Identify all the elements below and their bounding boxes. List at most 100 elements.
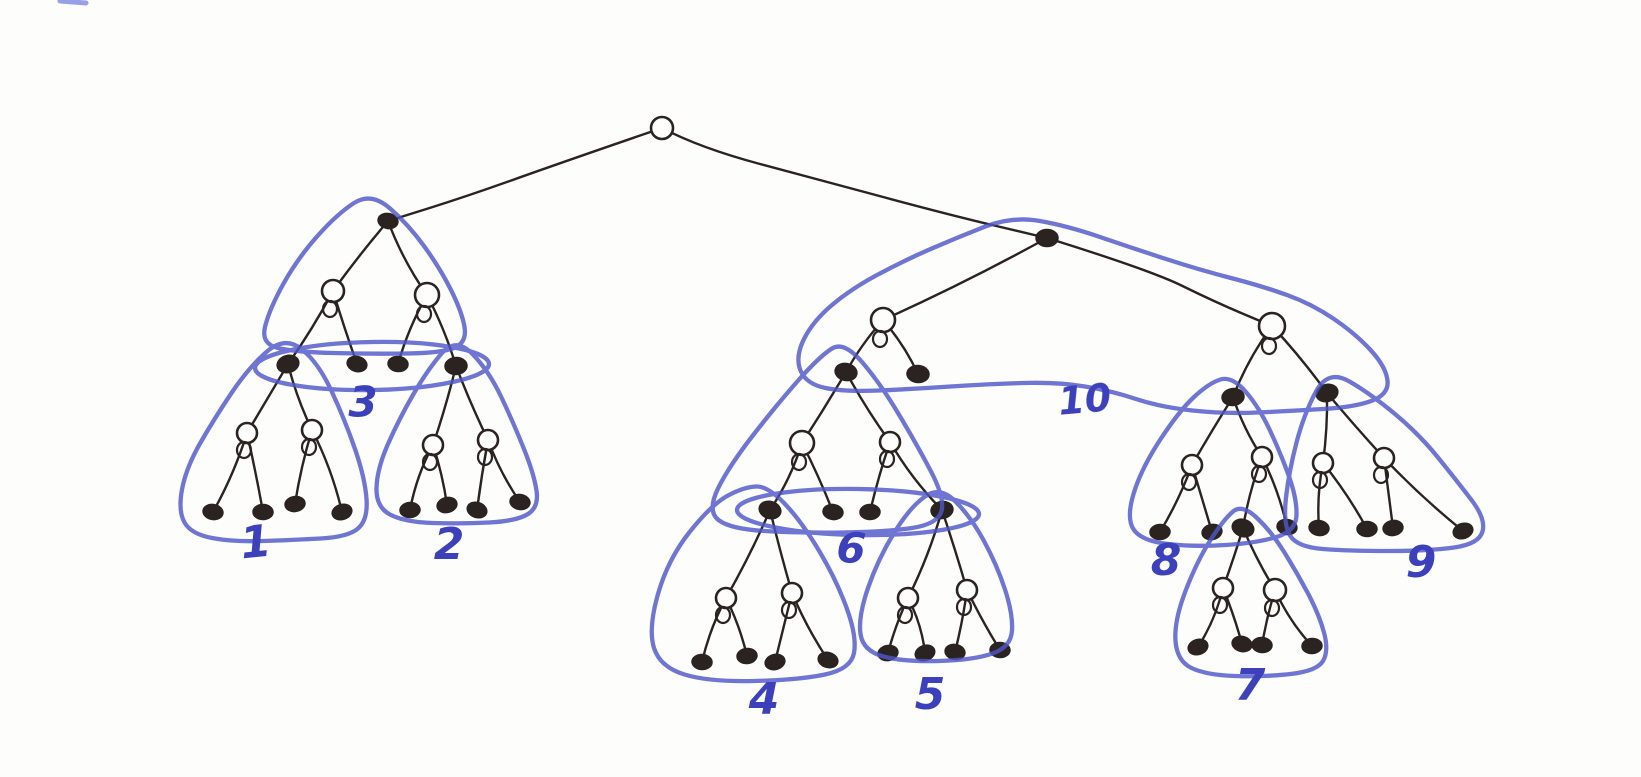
partition-label-6: 6 [835,523,868,574]
tree-node-hollow-g2h1 [421,433,445,457]
partition-outline-3 [262,196,468,356]
partition-outline-6-band [734,486,982,538]
node-loop-g1h1 [235,440,253,460]
partition-label-2: 2 [434,519,465,570]
node-loop-g9h1 [1311,470,1329,490]
partition-outline-1 [178,340,369,544]
partition-label-8: 8 [1151,535,1182,586]
tree-node-hollow-g6h2 [878,430,902,454]
tree-node-filled-g9l4 [1452,522,1474,540]
tree-node-filled-g9l2 [1356,520,1378,538]
tree-node-hollow-root [649,115,675,141]
node-loop-L1 [321,299,339,319]
partition-outline-6 [710,344,945,535]
node-loop-g5h2 [955,597,973,617]
tree-node-hollow-g5h1 [896,586,920,610]
tree-node-hollow-g1h1 [235,421,259,445]
partition-label-1: 1 [238,516,274,570]
partition-label-9: 9 [1406,537,1437,588]
tree-node-filled-g1l4 [331,503,353,521]
node-loop-g5h1 [896,605,914,625]
tree-node-filled-g2l3 [466,501,488,519]
node-loop-R1 [871,329,889,349]
partition-outline-3-band [252,339,492,393]
tree-node-filled-g1l3 [284,495,306,513]
tree-node-hollow-L2 [413,281,441,309]
tree-node-filled-g1l1 [202,503,224,521]
tree-node-filled-L [377,212,399,230]
tree-node-filled-L1a [276,354,300,374]
node-loop-g6h1 [790,452,808,472]
partition-outlines [178,196,1486,684]
node-loop-L2 [415,304,433,324]
tree-node-filled-g2l1 [399,501,421,519]
node-loop-g8h2 [1250,464,1268,484]
tree-node-filled-g4l2 [736,647,758,665]
node-loop-g7h1 [1211,595,1229,615]
tree-node-filled-L2b [444,356,468,376]
tree-node-filled-L1b [346,355,368,373]
tree-node-filled-g4l1 [691,653,713,671]
tree-node-filled-L2a [387,355,409,373]
tree-node-filled-g7l1 [1187,638,1209,656]
tree-node-filled-g7l4 [1301,637,1323,655]
node-loop-g9h2 [1372,465,1390,485]
partition-outline-10 [796,217,1390,416]
tree-node-filled-g2l4 [509,493,531,511]
node-loop-g4h1 [714,605,732,625]
tree-node-filled-g6l2 [822,503,844,521]
tree-node-hollow-g1h2 [300,418,324,442]
tree-node-hollow-R1 [869,306,897,334]
tree-node-hollow-g7h2 [1262,577,1288,603]
tree-node-hollow-g9h2 [1372,446,1396,470]
partition-label-3: 3 [348,378,377,427]
partition-outline-4 [649,484,857,684]
tree-node-hollow-g4h2 [780,581,804,605]
tree-node-filled-R1b [906,364,930,384]
tree-node-filled-g8l3 [1231,518,1255,538]
tree-nodes [202,115,1474,671]
tree-node-hollow-L1 [320,278,346,304]
tree-node-hollow-g4h1 [714,586,738,610]
tree-node-filled-g4l3 [764,653,786,671]
tree-edge-R-R2 [1045,236,1274,328]
tree-edge-R-R1 [881,236,1049,322]
node-loop-g8h1 [1180,472,1198,492]
tree-node-hollow-g6h1 [788,429,816,457]
tree-node-filled-g6l3 [859,503,881,521]
tree-node-filled-R2a [1221,387,1245,407]
tree-edge-root-R [660,126,1049,240]
partition-label-4: 4 [748,674,780,725]
node-loop-R2 [1260,336,1278,356]
tree-node-hollow-g7h1 [1211,576,1235,600]
tree-node-hollow-g8h2 [1250,445,1274,469]
node-loop-g4h2 [780,600,798,620]
tree-node-filled-g7l3 [1251,636,1273,654]
tree-edge-root-L [386,126,664,223]
partition-label-7: 7 [1235,660,1266,711]
node-loop-g2h1 [421,452,439,472]
tree-node-hollow-g8h1 [1180,453,1204,477]
partition-outline-9 [1282,374,1486,554]
tree-node-hollow-R2 [1257,311,1287,341]
tree-node-filled-g6l1 [758,500,782,520]
tree-node-filled-g4l4 [817,651,839,669]
tree-node-filled-g9l3 [1382,519,1404,537]
tree-edge-g9h2-g9l4 [1382,456,1465,533]
node-loop-g1h2 [300,437,318,457]
tree-node-filled-g2l2 [436,496,458,514]
tree-node-filled-g8l1 [1149,523,1171,541]
partition-label-5: 5 [915,669,946,720]
scan-artifact-mark [57,0,89,6]
tree-node-filled-g9l1 [1308,519,1330,537]
tree-node-filled-R1a [834,362,858,382]
node-loop-g7h2 [1263,598,1281,618]
tree-node-hollow-g5h2 [955,578,979,602]
tree-node-filled-R [1035,228,1059,248]
node-loop-g6h2 [878,449,896,469]
tree-node-filled-R2b [1315,383,1339,403]
tree-node-hollow-g9h1 [1311,451,1335,475]
node-loop-g2h2 [476,447,494,467]
